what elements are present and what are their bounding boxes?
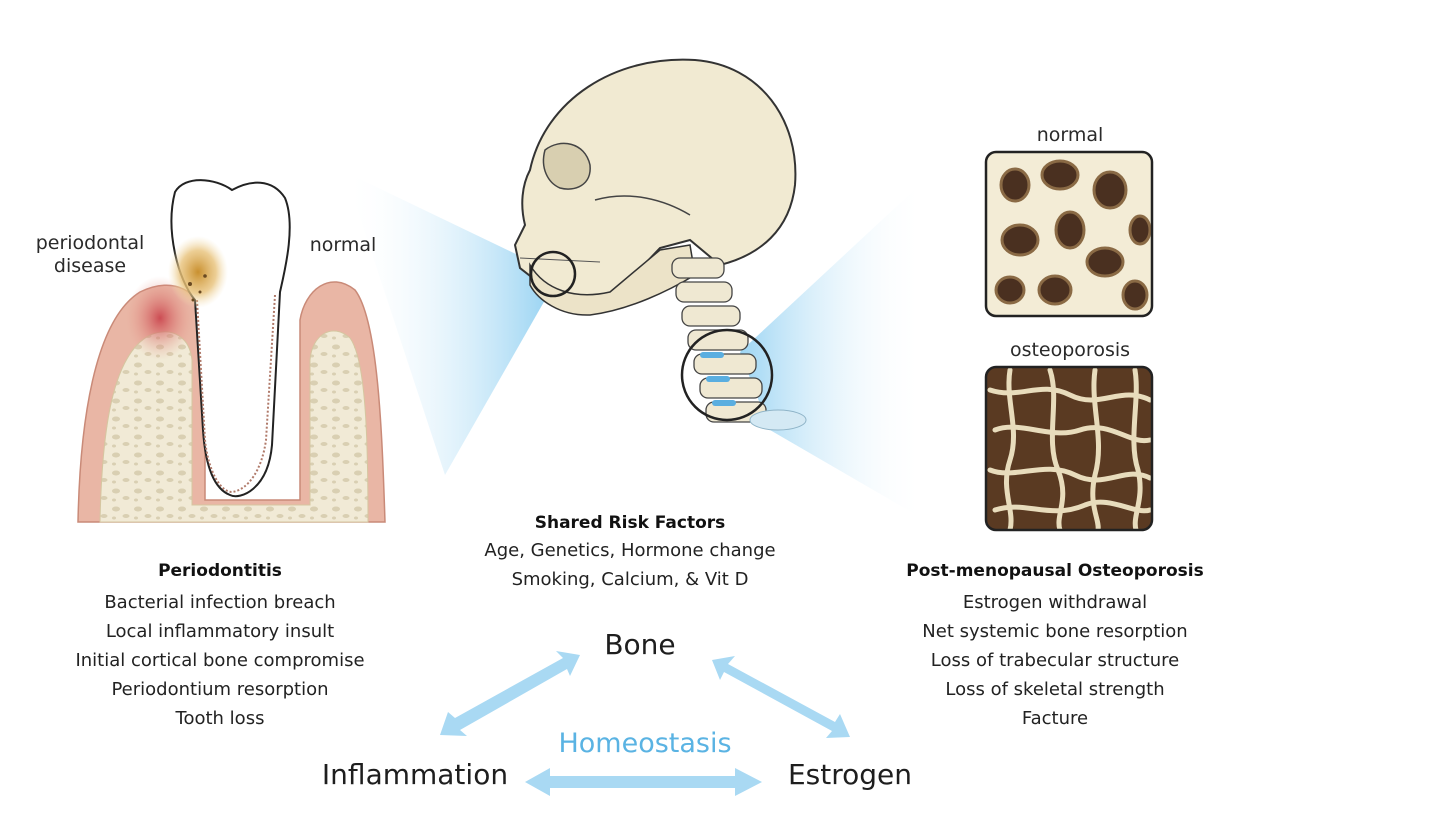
periodontitis-line: Initial cortical bone compromise [75,650,365,671]
normal-bone-sample [986,152,1152,316]
osteoporosis-line: Estrogen withdrawal [962,592,1148,613]
periodontitis-block: Periodontitis Bacterial infection breach… [30,558,410,733]
beam-left [345,172,545,475]
periodontal-disease-label: periodontal disease [35,232,145,277]
beam-right [740,180,925,520]
osteoporosis-heading: Post-menopausal Osteoporosis [906,561,1204,581]
tooth-normal-label: normal [309,234,377,256]
periodontitis-line: Local inflammatory insult [105,621,335,642]
bone-normal-label: normal [1036,124,1104,146]
periodontitis-line: Periodontium resorption [111,679,329,700]
tooth-illustration [77,179,386,523]
periodontitis-line: Tooth loss [175,708,265,729]
arrow-inflammation-estrogen [525,768,762,796]
osteoporosis-bone-frame [984,365,1154,532]
shared-risk-line: Age, Genetics, Hormone change [484,540,776,561]
osteoporosis-line: Facture [1021,708,1089,729]
shared-risk-line: Smoking, Calcium, & Vit D [511,569,749,590]
bone-node: Bone [604,628,676,661]
arrow-bone-estrogen [712,656,850,738]
arrow-inflammation-bone [440,651,580,736]
periodontitis-line: Bacterial infection breach [104,592,336,613]
osteoporosis-line: Net systemic bone resorption [922,621,1188,642]
homeostasis-arrows [440,651,850,796]
shared-risk-heading: Shared Risk Factors [534,513,726,533]
osteoporosis-block: Post-menopausal Osteoporosis Estrogen wi… [860,558,1250,733]
shared-risk-block: Shared Risk Factors Age, Genetics, Hormo… [440,510,820,594]
periodontitis-heading: Periodontitis [158,561,282,581]
inflammation-node: Inflammation [321,758,509,791]
estrogen-node: Estrogen [787,758,913,791]
skull-illustration [513,58,807,431]
normal-bone-frame [984,150,1154,318]
bone-osteoporosis-label: osteoporosis [1009,339,1131,361]
homeostasis-label: Homeostasis [558,728,732,759]
osteoporosis-line: Loss of trabecular structure [930,650,1180,671]
osteoporosis-line: Loss of skeletal strength [945,679,1165,700]
osteoporosis-bone-sample [986,367,1152,530]
